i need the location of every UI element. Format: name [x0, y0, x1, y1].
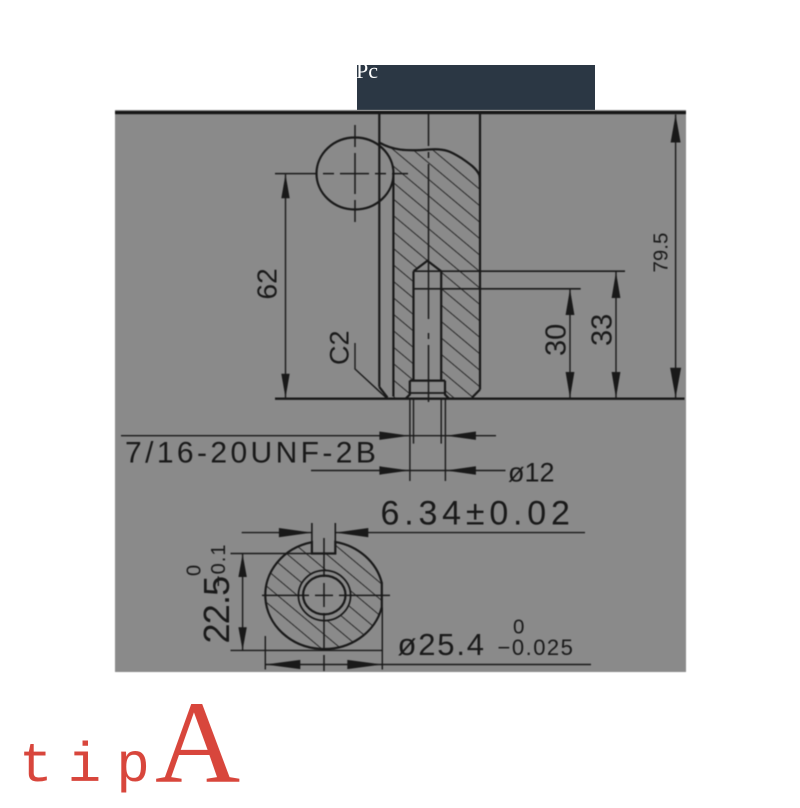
svg-text:30: 30: [541, 324, 573, 356]
svg-text:−0.1: −0.1: [208, 544, 230, 587]
svg-text:6.34±0.02: 6.34±0.02: [381, 494, 575, 532]
svg-text:ø12: ø12: [508, 458, 555, 488]
svg-text:ø25.4: ø25.4: [398, 627, 486, 662]
svg-text:7/16-20UNF-2B: 7/16-20UNF-2B: [125, 437, 379, 470]
svg-text:62: 62: [252, 268, 283, 299]
svg-text:0: 0: [184, 565, 206, 576]
svg-text:33: 33: [587, 314, 619, 346]
svg-text:C2: C2: [325, 330, 355, 365]
svg-text:−0.025: −0.025: [498, 635, 575, 660]
svg-text:0: 0: [513, 616, 524, 639]
svg-text:22.5: 22.5: [196, 577, 237, 644]
svg-text:79.5: 79.5: [650, 233, 673, 273]
